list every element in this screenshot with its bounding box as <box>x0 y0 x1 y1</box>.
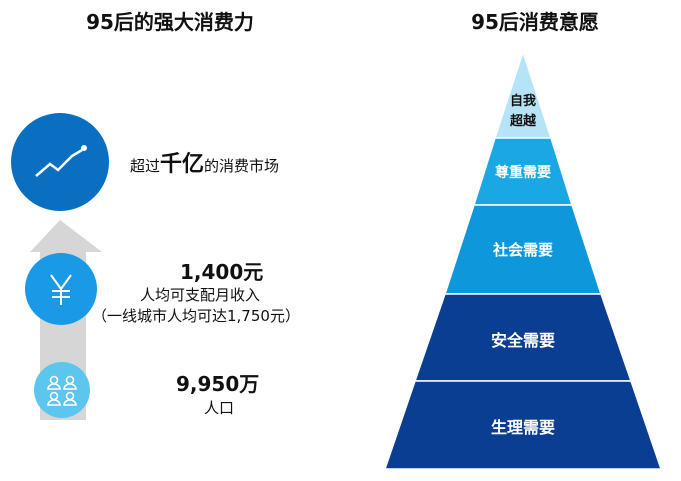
pyramid-tier-5 <box>383 380 663 470</box>
population-value: 9,950万 <box>176 372 260 396</box>
tier-1-line-1: 自我 <box>509 94 536 109</box>
tier-5-label: 生理需要 <box>490 418 555 437</box>
tier-4-label: 安全需要 <box>490 331 555 350</box>
income-note: （一线城市人均可达1,750元） <box>92 307 300 325</box>
tier-2-label: 尊重需要 <box>495 165 551 181</box>
right-title: 95后消费意愿 <box>471 10 599 34</box>
tier-1-label: 自我 超越 <box>488 92 558 132</box>
tier-1-line-2: 超越 <box>509 114 536 129</box>
market-highlight: 千亿 <box>160 152 205 177</box>
tier-3-label: 社会需要 <box>492 241 553 259</box>
population-label: 人口 <box>204 399 235 417</box>
income-value: 1,400元 <box>180 260 264 284</box>
yuan-icon <box>25 253 97 325</box>
income-label: 人均可支配月收入 <box>140 286 261 304</box>
left-title: 95后的强大消费力 <box>86 10 254 34</box>
market-size-text: 超过 千亿 的消费市场 <box>130 146 279 178</box>
market-suffix: 的消费市场 <box>204 157 280 175</box>
trend-chart-icon <box>11 113 109 211</box>
people-icon <box>34 362 90 418</box>
market-prefix: 超过 <box>130 157 161 175</box>
